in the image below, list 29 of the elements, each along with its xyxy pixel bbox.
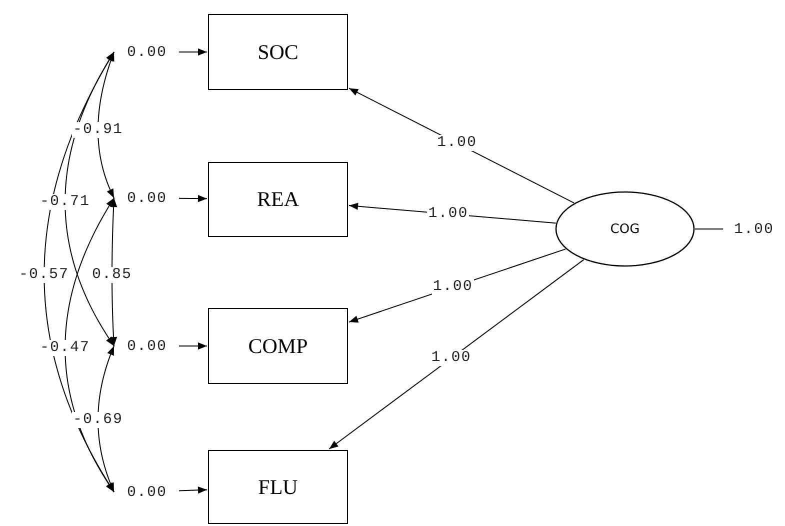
covariance-arc [98, 346, 114, 492]
edge-label: -0.57 [18, 267, 70, 283]
edge-label: -0.91 [72, 122, 124, 138]
edge-label: -0.71 [39, 194, 91, 210]
path-arrow [178, 342, 208, 350]
edge-label: 1.00 [430, 350, 472, 366]
value-label: 1.00 [724, 220, 784, 238]
covariance-arc [98, 52, 114, 198]
path-arrow [328, 259, 584, 450]
value-label: 0.00 [116, 337, 178, 355]
edge-label: 1.00 [436, 135, 478, 152]
edge-label: -0.47 [39, 340, 91, 356]
value-label: 0.00 [116, 483, 178, 501]
path-arrow [178, 194, 208, 202]
value-label: 0.00 [116, 189, 178, 207]
edge-label: 0.85 [91, 267, 133, 283]
edge-label: 1.00 [432, 279, 474, 295]
observed-variable-box: REA [208, 162, 348, 237]
value-label: 0.00 [116, 43, 178, 61]
covariance-arc [64, 52, 114, 346]
latent-variable-ellipse: COG [555, 191, 695, 267]
observed-variable-box: COMP [208, 308, 348, 384]
edge-label: -0.69 [72, 412, 124, 428]
path-arrow [178, 486, 208, 494]
path-arrow [178, 48, 208, 56]
covariance-arc [64, 198, 114, 492]
observed-variable-box: SOC [208, 14, 348, 90]
covariance-arc [110, 198, 118, 346]
observed-variable-box: FLU [208, 450, 348, 524]
